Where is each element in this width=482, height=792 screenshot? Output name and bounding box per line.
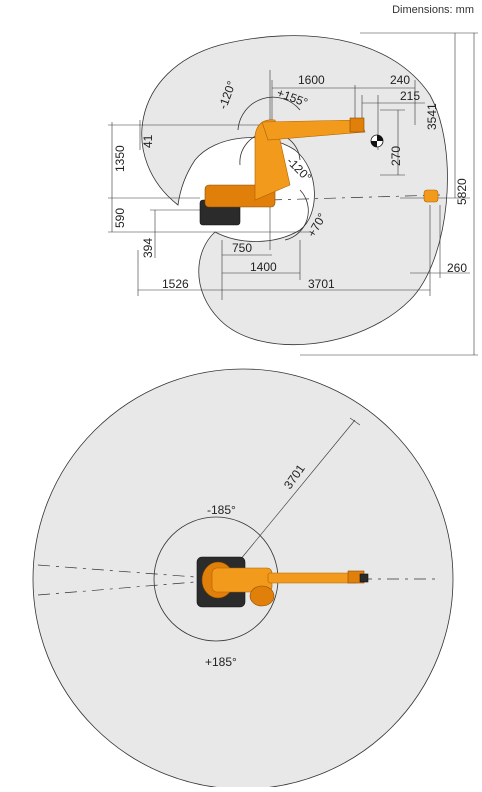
dim-3541: 3541 (425, 103, 439, 130)
dim-750: 750 (232, 241, 252, 255)
side-view: 1600 240 215 3541 41 1350 270 5820 590 3… (108, 32, 478, 356)
top-view: 3701 -185° +185° (32, 368, 454, 790)
dim-215: 215 (400, 89, 420, 103)
dim-3701-side: 3701 (308, 277, 335, 291)
dim-240: 240 (390, 73, 410, 87)
dim-1526: 1526 (162, 277, 189, 291)
units-label: Dimensions: mm (392, 4, 474, 16)
side-work-envelope (141, 35, 448, 346)
dim-270: 270 (389, 146, 403, 166)
dim-260: 260 (447, 261, 467, 275)
dim-394: 394 (141, 238, 155, 258)
dim-590: 590 (113, 208, 127, 228)
dim-1350: 1350 (113, 145, 127, 172)
dim-41: 41 (141, 134, 155, 148)
dim-1600: 1600 (298, 73, 325, 87)
dim-1400: 1400 (250, 260, 277, 274)
robot-top (196, 556, 369, 608)
dim-5820: 5820 (455, 178, 469, 205)
angle-plus-185: +185° (205, 655, 237, 669)
angle-minus-185: -185° (207, 503, 236, 517)
robot-side (199, 117, 439, 226)
